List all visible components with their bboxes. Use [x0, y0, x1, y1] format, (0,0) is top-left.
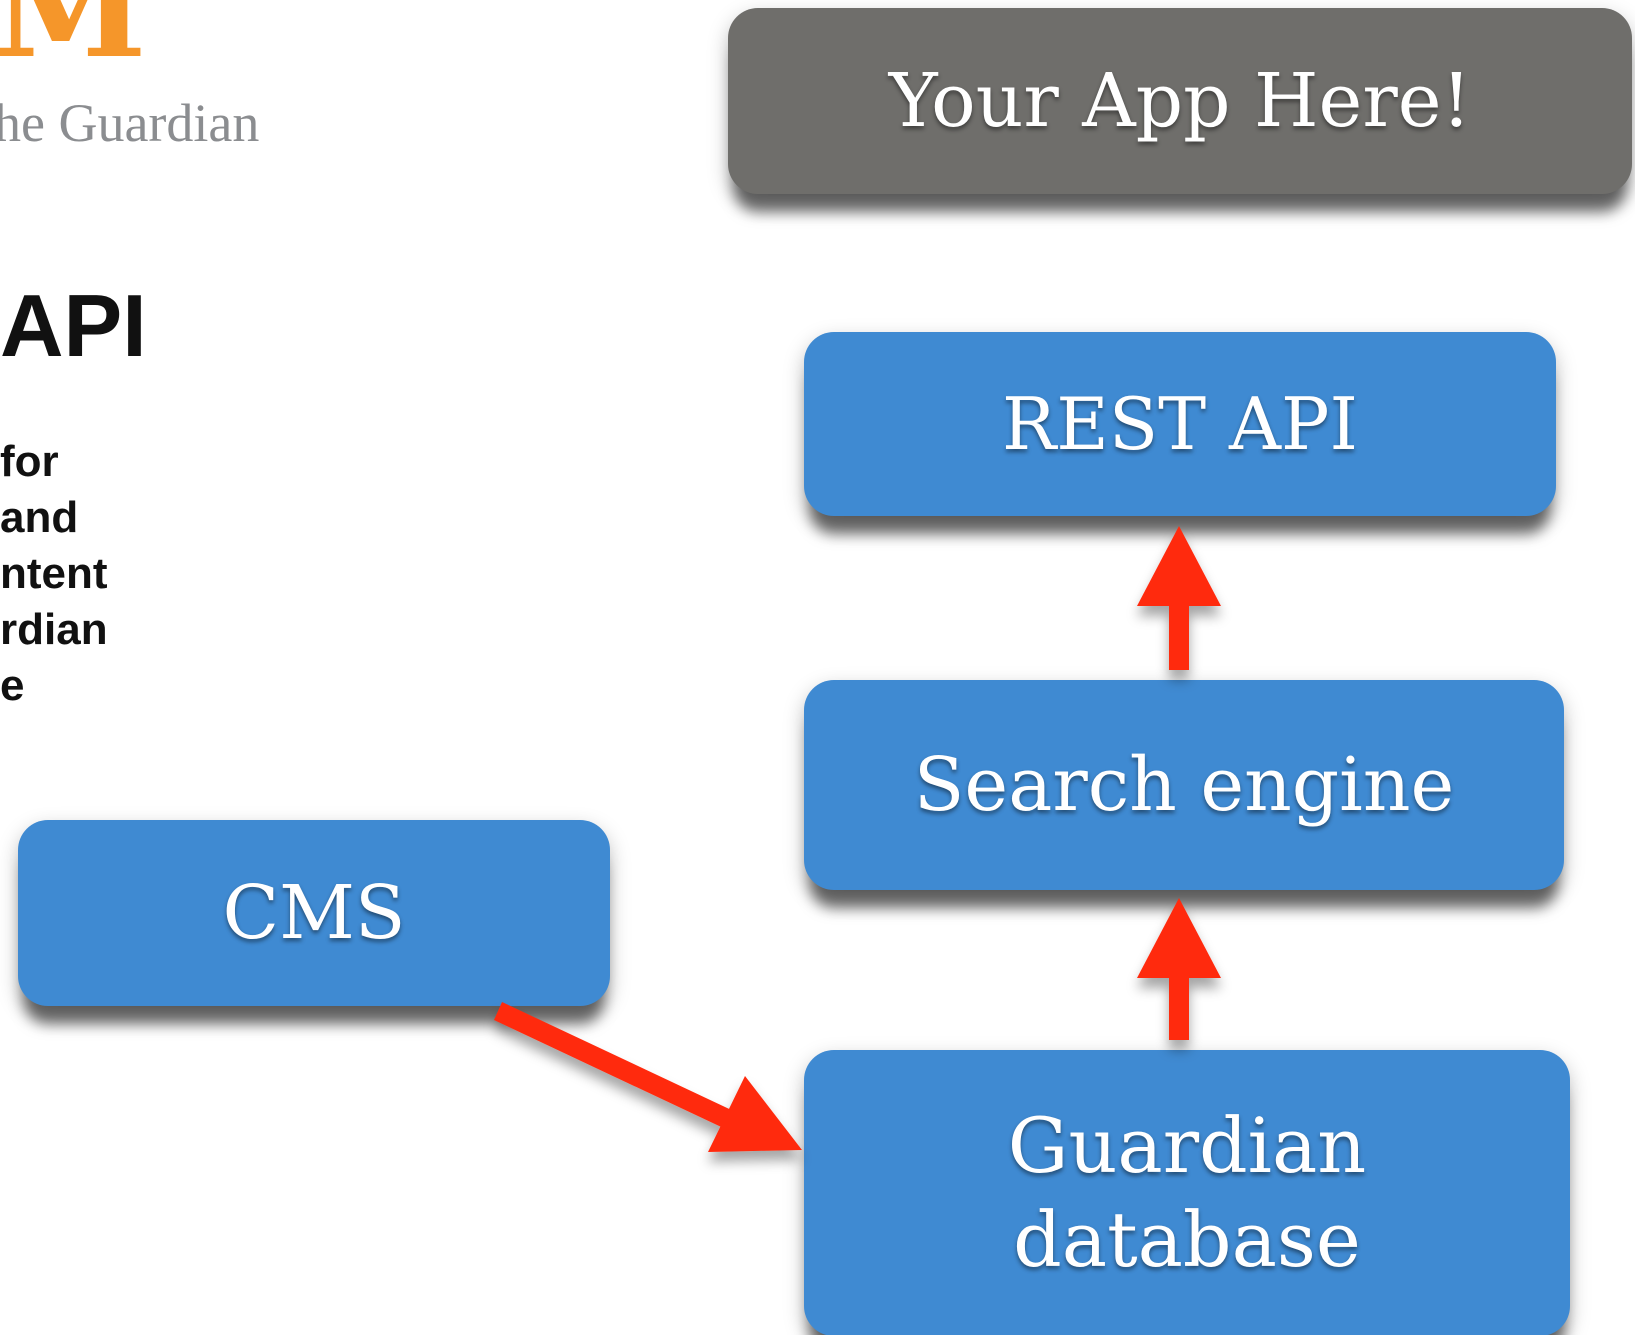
body-line: for [0, 437, 59, 486]
guardian-database-box: Guardian database [804, 1050, 1570, 1335]
body-line: rdian [0, 605, 108, 654]
body-line: and [0, 493, 79, 542]
slide-title: API [0, 276, 147, 375]
body-line: e [0, 661, 25, 710]
arrow-diagonal-icon [494, 1002, 802, 1152]
logo-mark: M [0, 0, 147, 90]
logo-text: he Guardian [0, 93, 260, 153]
body-line: ntent [0, 549, 108, 598]
search-engine-label: Search engine [913, 742, 1455, 828]
rest-api-label: REST API [1002, 382, 1358, 466]
rest-api-box: REST API [804, 332, 1556, 516]
cms-label: CMS [222, 870, 406, 956]
search-engine-box: Search engine [804, 680, 1564, 890]
body-text: for and ntent rdian e [0, 434, 108, 714]
app-box-label: Your App Here! [888, 58, 1472, 144]
arrow-up-icon [1137, 526, 1221, 670]
cms-box: CMS [18, 820, 610, 1006]
database-label-line1: Guardian [1007, 1100, 1367, 1190]
app-box: Your App Here! [728, 8, 1632, 194]
arrow-up-icon [1137, 898, 1221, 1040]
database-label-line2: database [1013, 1195, 1361, 1284]
